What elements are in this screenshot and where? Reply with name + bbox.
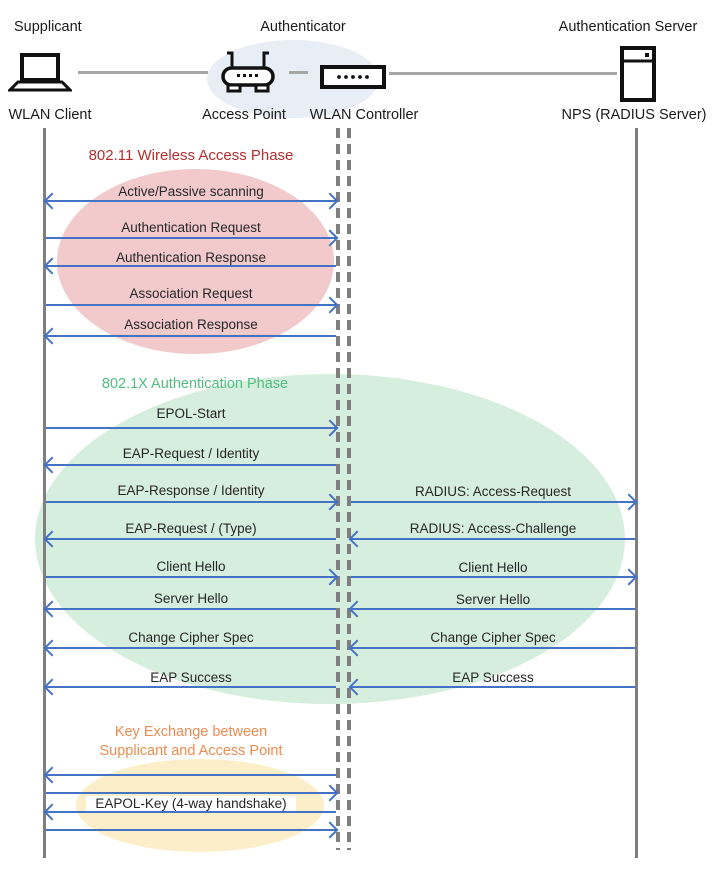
phase-title-key-exchange: Key Exchange between Supplicant and Acce… xyxy=(45,723,337,761)
message-label-text: Change Cipher Spec xyxy=(430,630,556,645)
phase-title-key-exchange-line1: Key Exchange between xyxy=(114,724,268,740)
message-label: RADIUS: Access-Request xyxy=(350,484,636,499)
message-label: Client Hello xyxy=(45,559,337,574)
arrowhead-right-icon xyxy=(321,821,339,839)
message-label-text: Server Hello xyxy=(455,592,531,607)
message-arrow-rtl xyxy=(43,766,337,784)
arrowhead-left-icon xyxy=(43,766,61,784)
message-arrow-ltr xyxy=(45,784,339,802)
connector-line xyxy=(78,71,208,74)
arrowhead-right-icon xyxy=(321,419,339,437)
connector-line xyxy=(289,71,308,74)
message-label: EAP-Response / Identity xyxy=(45,483,337,498)
message-label-text: Active/Passive scanning xyxy=(118,184,264,199)
message-arrow-ltr xyxy=(45,568,339,586)
message-label: RADIUS: Access-Challenge xyxy=(350,521,636,536)
role-supplicant-label: Supplicant xyxy=(14,19,82,35)
device-access-point-label: Access Point xyxy=(202,107,286,123)
message-label: EAP Success xyxy=(45,670,337,685)
message-arrow-rtl xyxy=(43,530,337,548)
laptop-icon xyxy=(8,53,72,92)
server-icon xyxy=(620,46,656,102)
message-label-text: Association Request xyxy=(129,286,253,301)
message-label: Server Hello xyxy=(45,591,337,606)
message-label: Client Hello xyxy=(350,560,636,575)
message-label-text: Association Response xyxy=(124,317,258,332)
role-authenticator-label: Authenticator xyxy=(260,19,346,35)
lifeline-wlan-controller-dashed xyxy=(347,128,351,850)
message-label: EPOL-Start xyxy=(45,406,337,421)
lifeline-nps-server xyxy=(635,128,638,858)
message-arrow-rtl xyxy=(348,530,636,548)
message-label: EAPOL-Key (4-way handshake) xyxy=(45,796,337,811)
message-label-text: EAP Success xyxy=(452,670,534,685)
message-label-text: Server Hello xyxy=(153,591,229,606)
message-label: Authentication Request xyxy=(45,220,337,235)
message-arrow-rtl xyxy=(43,639,337,657)
message-label-text: RADIUS: Access-Challenge xyxy=(409,521,577,536)
device-nps-label: NPS (RADIUS Server) xyxy=(561,107,707,123)
device-wlan-client-label: WLAN Client xyxy=(8,107,92,123)
message-arrow-ltr xyxy=(350,568,638,586)
message-arrow-rtl xyxy=(348,600,636,618)
message-arrow-ltr xyxy=(350,493,638,511)
message-label: Active/Passive scanning xyxy=(45,184,337,199)
message-arrow-ltr xyxy=(45,419,339,437)
message-arrow-rtl xyxy=(43,327,337,345)
message-label-text: EAP-Request / (Type) xyxy=(125,521,257,536)
message-label-text: EAP-Request / Identity xyxy=(122,446,260,461)
connector-line xyxy=(389,72,617,75)
message-arrow-ltr xyxy=(45,229,339,247)
message-label-text: EAP Success xyxy=(150,670,232,685)
phase-title-key-exchange-line2: Supplicant and Access Point xyxy=(99,743,283,759)
message-arrow-both xyxy=(43,192,339,210)
message-arrow-rtl xyxy=(43,803,337,821)
message-label-text: Client Hello xyxy=(458,560,528,575)
phase-title-8021x-authentication: 802.1X Authentication Phase xyxy=(101,376,289,392)
message-label: EAP-Request / Identity xyxy=(45,446,337,461)
message-label-text: EPOL-Start xyxy=(156,406,226,421)
phase-title-80211-wireless-access: 802.11 Wireless Access Phase xyxy=(88,147,294,164)
message-arrow-rtl xyxy=(43,257,337,275)
access-point-icon xyxy=(221,51,275,93)
message-label-text: Authentication Request xyxy=(121,220,261,235)
message-label: Association Response xyxy=(45,317,337,332)
message-label-text: EAP-Response / Identity xyxy=(117,483,265,498)
device-wlan-controller-label: WLAN Controller xyxy=(309,107,419,123)
wlan-controller-icon xyxy=(320,65,386,89)
message-arrow-ltr xyxy=(45,296,339,314)
message-label-text: Change Cipher Spec xyxy=(128,630,254,645)
message-label: Association Request xyxy=(45,286,337,301)
lifeline-wlan-client xyxy=(43,128,46,858)
message-arrow-rtl xyxy=(43,456,337,474)
message-arrow-rtl xyxy=(348,639,636,657)
message-label-text: Client Hello xyxy=(156,559,226,574)
message-label: EAP Success xyxy=(350,670,636,685)
message-arrow-rtl xyxy=(43,600,337,618)
message-label-text: Authentication Response xyxy=(115,250,267,265)
message-label: Authentication Response xyxy=(45,250,337,265)
message-label: Server Hello xyxy=(350,592,636,607)
message-label: Change Cipher Spec xyxy=(350,630,636,645)
message-label-text: RADIUS: Access-Request xyxy=(414,484,572,499)
message-label: EAP-Request / (Type) xyxy=(45,521,337,536)
message-arrow-rtl xyxy=(348,678,636,696)
lifeline-wlan-controller-dashed xyxy=(336,128,340,850)
message-arrow-ltr xyxy=(45,821,339,839)
phase1-ellipse xyxy=(57,169,334,354)
message-label: Change Cipher Spec xyxy=(45,630,337,645)
message-arrow-rtl xyxy=(43,678,337,696)
message-arrow-ltr xyxy=(45,493,339,511)
role-authentication-server-label: Authentication Server xyxy=(558,19,698,35)
message-label-text: EAPOL-Key (4-way handshake) xyxy=(86,796,296,811)
